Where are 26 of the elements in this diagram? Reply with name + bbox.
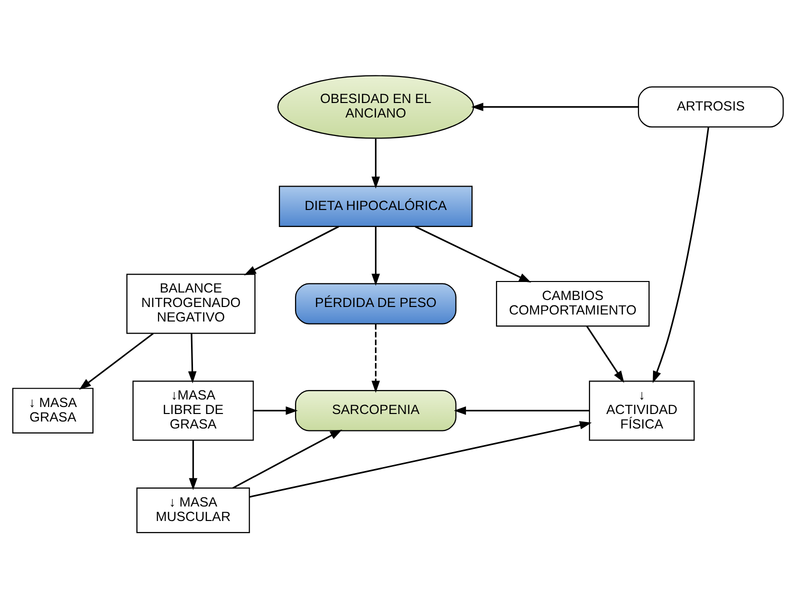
arrow [232, 430, 342, 489]
arrow [188, 440, 198, 490]
node-box: BALANCE NITROGENADO NEGATIVO [126, 274, 256, 334]
arrow [372, 226, 380, 286]
node-box: DIETA HIPOCALÓRICA [278, 186, 473, 227]
node-box: ↓ ACTIVIDAD FÍSICA [588, 380, 695, 441]
node-box: PÉRDIDA DE PESO [295, 283, 456, 324]
arrow [253, 406, 298, 415]
arrow [244, 226, 340, 276]
node-box: ↓ MASA MUSCULAR [136, 487, 250, 534]
arrow [249, 421, 592, 498]
arrow [454, 406, 590, 415]
node-box: ↓MASA LIBRE DE GRASA [132, 380, 254, 441]
arrow [586, 326, 624, 383]
arrow [79, 332, 154, 390]
arrow [414, 226, 532, 283]
node-box: ↓ MASA GRASA [12, 388, 94, 434]
arrow [372, 138, 380, 189]
node-box: SARCOPENIA [295, 390, 456, 432]
node-box: CAMBIOS COMPORTAMIENTO [496, 280, 650, 327]
arrow [372, 324, 380, 393]
arrow [188, 333, 197, 384]
node-box: ARTROSIS [638, 86, 784, 128]
node-ellipse: OBESIDAD EN EL ANCIANO [277, 75, 474, 139]
arrow [471, 102, 638, 112]
arrow [652, 127, 710, 384]
